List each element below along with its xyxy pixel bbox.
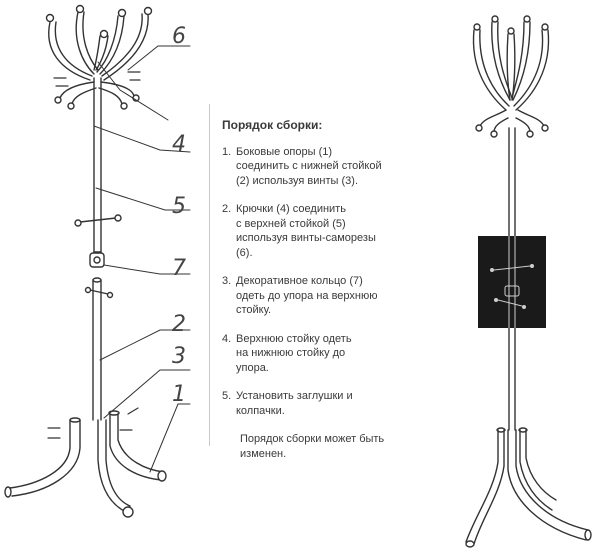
step-2: 2. Крючки (4) соединить с верхней стойко… — [222, 202, 432, 260]
callout-7: 7 — [172, 256, 186, 281]
step-4: 4. Верхнюю стойку одеть на нижнюю стойку… — [222, 332, 432, 376]
step-text: Крючки (4) соединить с верхней стойкой (… — [236, 203, 376, 259]
connector-screw — [74, 214, 122, 227]
callout-3: 3 — [172, 344, 186, 369]
assembled-view-drawing — [465, 15, 592, 548]
hooks — [45, 4, 153, 110]
assembly-instructions: Порядок сборки: 1. Боковые опоры (1) сое… — [222, 118, 432, 461]
lower-post — [84, 277, 114, 421]
callout-6: 6 — [172, 24, 186, 49]
callout-4: 4 — [172, 132, 186, 157]
upper-post — [93, 77, 102, 253]
step-number: 3. — [222, 275, 232, 287]
step-3: 3. Декоративное кольцо (7) одеть до упор… — [222, 274, 432, 318]
separator-line — [209, 104, 210, 446]
decorative-ring — [89, 252, 105, 268]
step-number: 5. — [222, 390, 232, 402]
step-1: 1. Боковые опоры (1) соединить с нижней … — [222, 145, 432, 189]
step-5: 5. Установить заглушки и колпачки. — [222, 389, 432, 418]
step-number: 2. — [222, 203, 232, 215]
step-number: 4. — [222, 332, 232, 345]
base-legs — [4, 407, 167, 518]
callout-2: 2 — [172, 312, 186, 337]
screws-6 — [53, 71, 141, 87]
step-text: Верхнюю стойку одеть на нижнюю стойку до… — [236, 332, 352, 374]
leader-lines — [93, 45, 191, 473]
step-text: Боковые опоры (1) соединить с нижней сто… — [236, 145, 382, 187]
instructions-title: Порядок сборки: — [222, 118, 323, 132]
step-text: Декоративное кольцо (7) одеть до упора н… — [236, 275, 378, 316]
assembly-note: Порядок сборки может быть изменен. — [240, 433, 385, 460]
step-number: 1. — [222, 145, 232, 158]
callout-1: 1 — [172, 382, 186, 407]
step-text: Установить заглушки и колпачки. — [236, 390, 353, 417]
callout-5: 5 — [172, 194, 186, 219]
